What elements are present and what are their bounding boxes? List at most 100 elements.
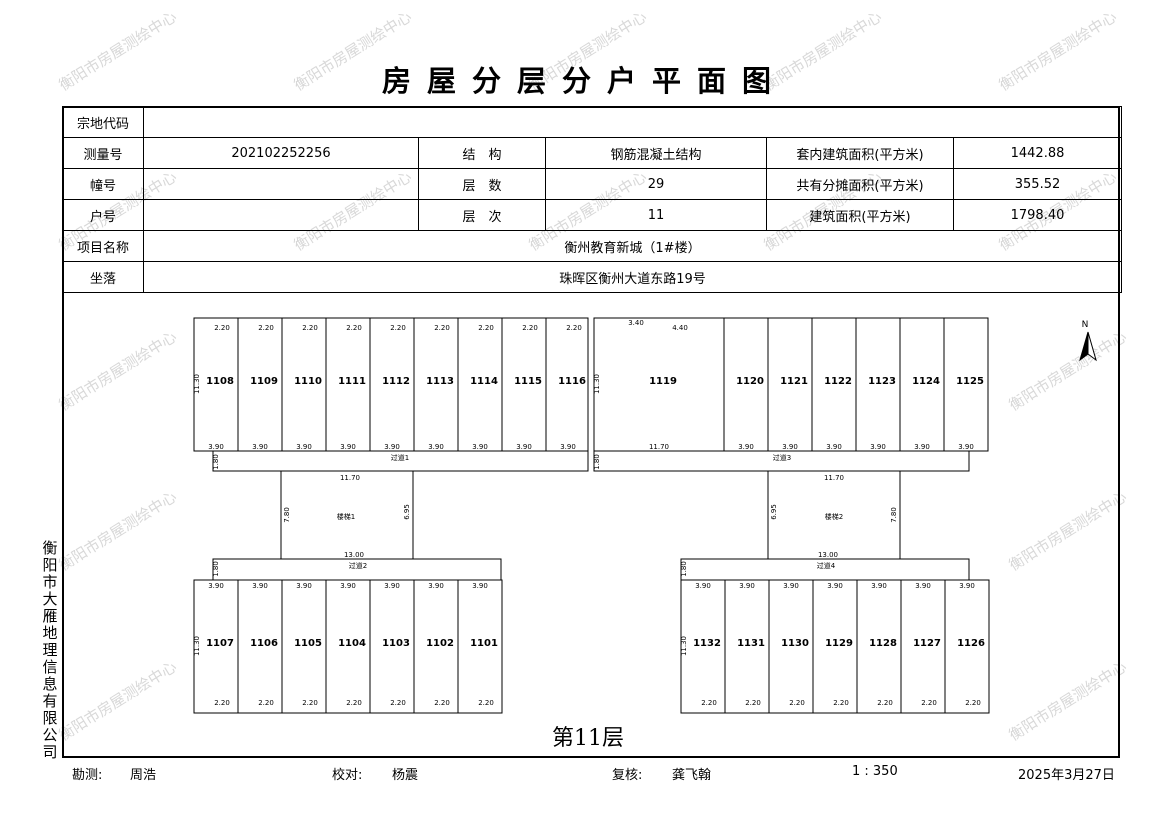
unit-label: 1101 <box>470 638 498 649</box>
unit-dimension: 3.90 <box>208 443 224 451</box>
unit-label: 1130 <box>781 638 809 649</box>
unit-dimension: 3.90 <box>296 443 312 451</box>
balcony-dimension: 2.20 <box>346 699 362 707</box>
unit-dimension: 3.90 <box>516 443 532 451</box>
project-value: 衡州教育新城（1#楼） <box>143 230 1122 262</box>
unit-dimension: 3.90 <box>827 582 843 590</box>
date: 2025年3月27日 <box>1018 768 1115 783</box>
info-table: 宗地代码 测量号 202102252256 结 构 钢筋混凝土结构 套内建筑面积… <box>62 106 1122 293</box>
unit-block-bottom-right <box>680 579 990 714</box>
surveyor-name: 周浩 <box>130 768 157 783</box>
unit-label: 1104 <box>338 638 366 649</box>
unit-label: 1110 <box>294 376 322 387</box>
unit-dimension: 11.70 <box>649 443 669 451</box>
unit-dimension: 3.90 <box>739 582 755 590</box>
reviewer-label: 复核: <box>612 768 643 783</box>
location-label: 坐落 <box>62 261 144 293</box>
building-no-label: 幢号 <box>62 168 144 200</box>
balcony-dimension: 2.20 <box>965 699 981 707</box>
unit-label: 1125 <box>956 376 984 387</box>
unit-dimension: 3.90 <box>296 582 312 590</box>
structure-label: 结 构 <box>418 137 546 169</box>
balcony-dimension: 2.20 <box>789 699 805 707</box>
unit-label: 1109 <box>250 376 278 387</box>
corridor-label: 过道3 <box>773 453 791 462</box>
unit-dimension: 3.90 <box>340 582 356 590</box>
north-label: N <box>1082 320 1089 330</box>
unit-label: 1105 <box>294 638 322 649</box>
building-no-value <box>143 168 419 200</box>
company-vertical-text: 衡阳市大雁地理信息有限公司 <box>42 539 58 761</box>
unit-label: 1131 <box>737 638 765 649</box>
project-label: 项目名称 <box>62 230 144 262</box>
unit-dimension: 3.90 <box>428 443 444 451</box>
unit-label: 1112 <box>382 376 410 387</box>
unit-label: 1114 <box>470 376 498 387</box>
north-arrow: N <box>1079 320 1097 362</box>
stair-dimension: 13.00 <box>344 551 364 559</box>
unit-dimension: 3.90 <box>870 443 886 451</box>
plan-layer: 11083.902.2011093.902.2011103.902.201111… <box>193 317 990 714</box>
unit-label: 1122 <box>824 376 852 387</box>
unit-dimension: 3.90 <box>384 582 400 590</box>
depth-dimension: 11.30 <box>593 374 601 394</box>
unit-dimension: 3.90 <box>384 443 400 451</box>
balcony-dimension: 2.20 <box>214 324 230 332</box>
corridor-dimension: 1.80 <box>212 561 220 577</box>
unit-dimension: 3.90 <box>783 582 799 590</box>
unit-dimension: 3.90 <box>252 443 268 451</box>
shared-area-label: 共有分摊面积(平方米) <box>766 168 954 200</box>
unit-no-label: 户号 <box>62 199 144 231</box>
survey-no-label: 测量号 <box>62 137 144 169</box>
depth-dimension: 11.30 <box>680 636 688 656</box>
balcony-dimension: 2.20 <box>258 324 274 332</box>
stair-dimension: 6.95 <box>403 504 411 520</box>
unit-label: 1129 <box>825 638 853 649</box>
stair-dimension: 13.00 <box>818 551 838 559</box>
balcony-dimension: 2.20 <box>566 324 582 332</box>
unit-dimension: 3.90 <box>958 443 974 451</box>
corridor-dimension: 11.70 <box>824 474 844 482</box>
stair-dimension: 7.80 <box>890 507 898 523</box>
unit-label: 1103 <box>382 638 410 649</box>
corridor-label: 过道2 <box>349 561 367 570</box>
balcony-dimension: 2.20 <box>478 699 494 707</box>
unit-dimension: 3.90 <box>738 443 754 451</box>
unit-block-bottom-left <box>193 579 503 714</box>
corridor-label: 过道1 <box>391 453 409 462</box>
inner-area-value: 1442.88 <box>953 137 1122 169</box>
stair-dimension: 7.80 <box>283 507 291 523</box>
unit-dimension: 3.90 <box>428 582 444 590</box>
balcony-dimension: 2.20 <box>434 324 450 332</box>
unit-dimension: 3.90 <box>826 443 842 451</box>
checker-name: 杨震 <box>392 768 419 783</box>
stair-label: 楼梯2 <box>825 512 843 521</box>
unit-label: 1124 <box>912 376 940 387</box>
unit-label: 1127 <box>913 638 941 649</box>
unit-label: 1111 <box>338 376 366 387</box>
floor-title: 第11层 <box>552 726 624 751</box>
unit-label: 1126 <box>957 638 985 649</box>
stair-label: 楼梯1 <box>337 512 355 521</box>
north-arrow-icon <box>1079 331 1089 362</box>
balcony-dimension: 2.20 <box>390 324 406 332</box>
unit-label: 1128 <box>869 638 897 649</box>
unit-dimension: 3.90 <box>340 443 356 451</box>
unit-dimension: 3.90 <box>695 582 711 590</box>
unit-label: 1102 <box>426 638 454 649</box>
page-title: 房屋分层分户平面图 <box>381 64 787 98</box>
unit-label: 1116 <box>558 376 586 387</box>
total-area-value: 1798.40 <box>953 199 1122 231</box>
unit-dimension: 3.90 <box>472 582 488 590</box>
corridor-label: 过道4 <box>817 561 836 570</box>
scale: 1 : 350 <box>852 764 898 779</box>
balcony-dimension: 2.20 <box>701 699 717 707</box>
balcony-dimension: 2.20 <box>390 699 406 707</box>
unit-label: 1120 <box>736 376 764 387</box>
unit-dimension: 3.90 <box>560 443 576 451</box>
location-value: 珠晖区衡州大道东路19号 <box>143 261 1122 293</box>
top-dimension: 3.40 <box>628 319 644 327</box>
unit-label: 1121 <box>780 376 808 387</box>
balcony-dimension: 2.20 <box>833 699 849 707</box>
unit-dimension: 3.90 <box>208 582 224 590</box>
